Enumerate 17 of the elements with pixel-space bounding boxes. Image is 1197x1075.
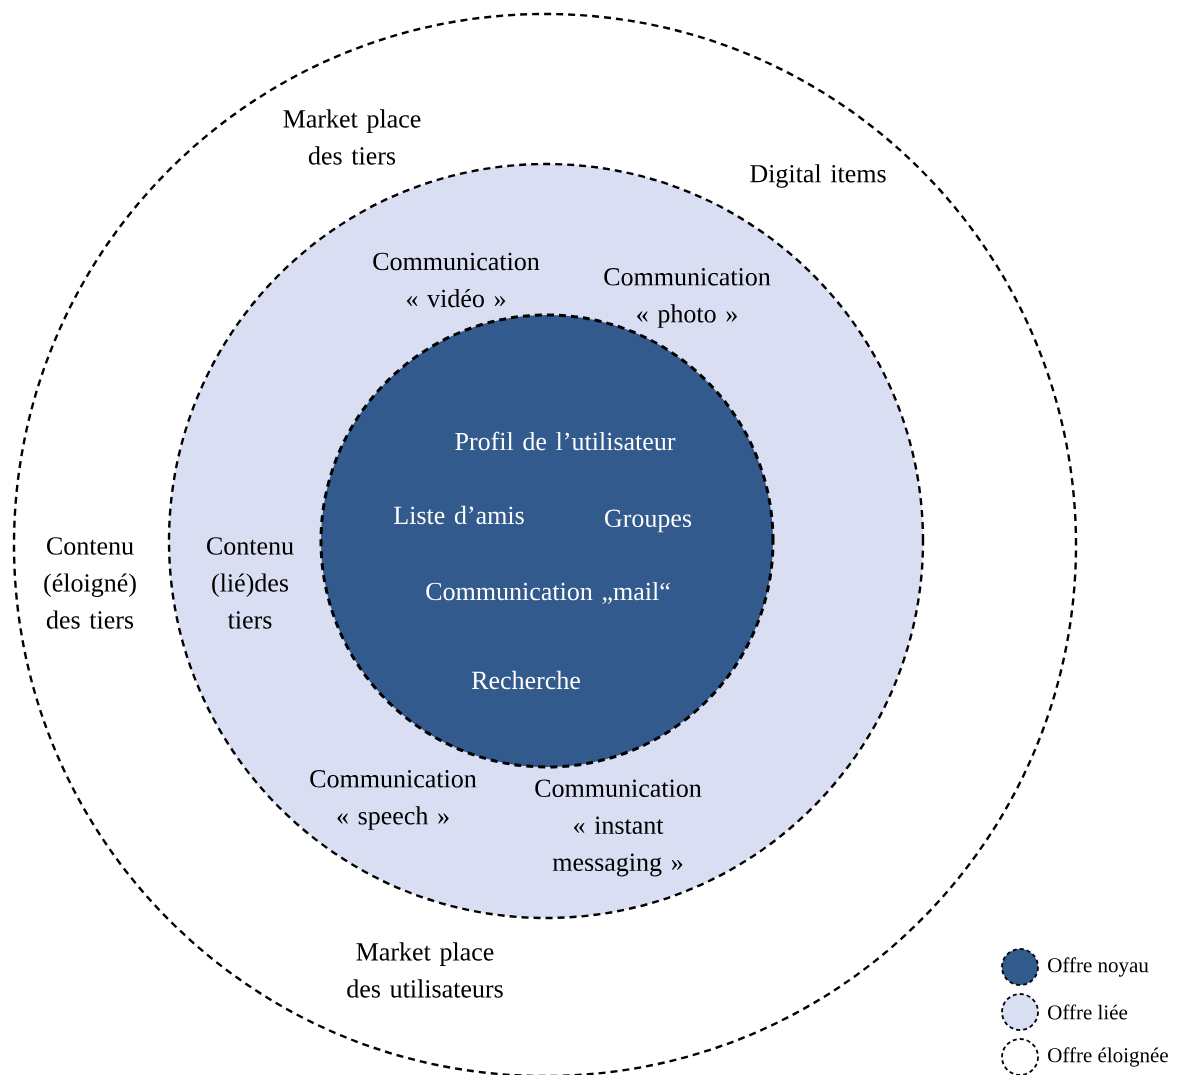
circle-label: Recherche: [471, 670, 580, 690]
circle-label: Communication « speech »: [310, 770, 477, 830]
legend-label: Offre noyau: [1048, 957, 1149, 977]
circle-label: Contenu (lié)des tiers: [207, 537, 294, 629]
circle-label: Liste d’amis: [394, 505, 524, 525]
circle-label: Communication « instant messaging »: [535, 779, 702, 877]
circle-label: Market place des utilisateurs: [347, 942, 503, 998]
legend-label: Offre liée: [1048, 1004, 1128, 1020]
circle-label: Contenu (éloigné) des tiers: [44, 537, 136, 629]
circle-label: Communication « vidéo »: [373, 252, 540, 308]
circle-label: Groupes: [605, 509, 692, 533]
circle-label: Digital items: [750, 164, 886, 188]
legend-label: Offre éloignée: [1048, 1047, 1168, 1067]
circle-label: Profil de l’utilisateur: [455, 431, 676, 451]
circle-label: Communication „mail“: [426, 582, 670, 604]
circle-label: Communication « photo »: [604, 268, 771, 328]
circle-label: Market place des tiers: [283, 109, 421, 165]
